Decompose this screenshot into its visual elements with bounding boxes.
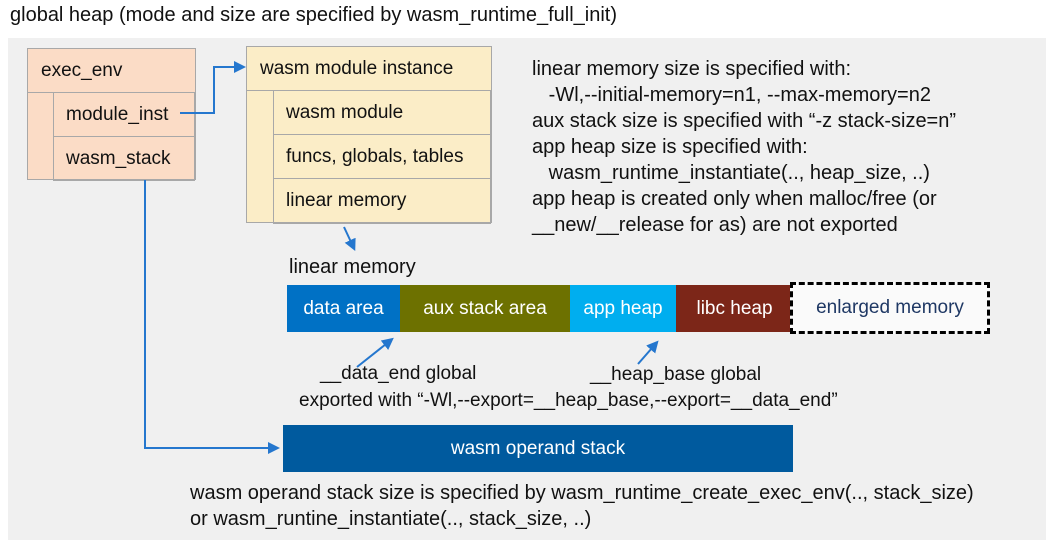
note-line: wasm operand stack size is specified by … — [190, 482, 974, 504]
note-line: wasm_runtime_instantiate(.., heap_size, … — [532, 162, 930, 184]
exec-env-field-module-inst: module_inst — [53, 92, 195, 137]
exec-env-field-wasm-stack: wasm_stack — [53, 136, 195, 181]
note-line: aux stack size is specified with “-z sta… — [532, 110, 957, 132]
segment-libc-heap: libc heap — [676, 285, 793, 332]
wasm-operand-stack-box: wasm operand stack — [283, 425, 793, 472]
data-end-annotation: __data_end global — [320, 363, 477, 384]
diagram-title: global heap (mode and size are specified… — [10, 4, 617, 26]
heap-base-annotation: __heap_base global — [590, 364, 762, 385]
module-instance-field-linear-memory: linear memory — [273, 178, 491, 224]
segment-app-heap: app heap — [570, 285, 676, 332]
note-line: app heap is created only when malloc/fre… — [532, 188, 937, 210]
note-line: __new/__release for as) are not exported — [532, 214, 898, 236]
memory-size-notes: linear memory size is specified with: -W… — [532, 56, 956, 238]
module-instance-title: wasm module instance — [247, 47, 491, 91]
module-instance-field-funcs-globals-tables: funcs, globals, tables — [273, 134, 491, 179]
segment-aux-stack-area: aux stack area — [400, 285, 570, 332]
note-line: -Wl,--initial-memory=n1, --max-memory=n2 — [532, 84, 931, 106]
linear-memory-label: linear memory — [289, 256, 416, 278]
module-instance-field-wasm-module: wasm module — [273, 90, 491, 135]
export-flags-annotation: exported with “-Wl,--export=__heap_base,… — [299, 390, 838, 411]
segment-enlarged-memory: enlarged memory — [790, 282, 990, 334]
exec-env-box: exec_env module_inst wasm_stack — [27, 48, 196, 181]
note-line: app heap size is specified with: — [532, 136, 808, 158]
module-instance-box: wasm module instance wasm module funcs, … — [246, 46, 492, 224]
note-line: linear memory size is specified with: — [532, 58, 851, 80]
operand-stack-notes: wasm operand stack size is specified by … — [190, 480, 974, 532]
exec-env-title: exec_env — [28, 49, 195, 93]
segment-data-area: data area — [287, 285, 400, 332]
note-line: or wasm_runtine_instantiate(.., stack_si… — [190, 508, 592, 530]
